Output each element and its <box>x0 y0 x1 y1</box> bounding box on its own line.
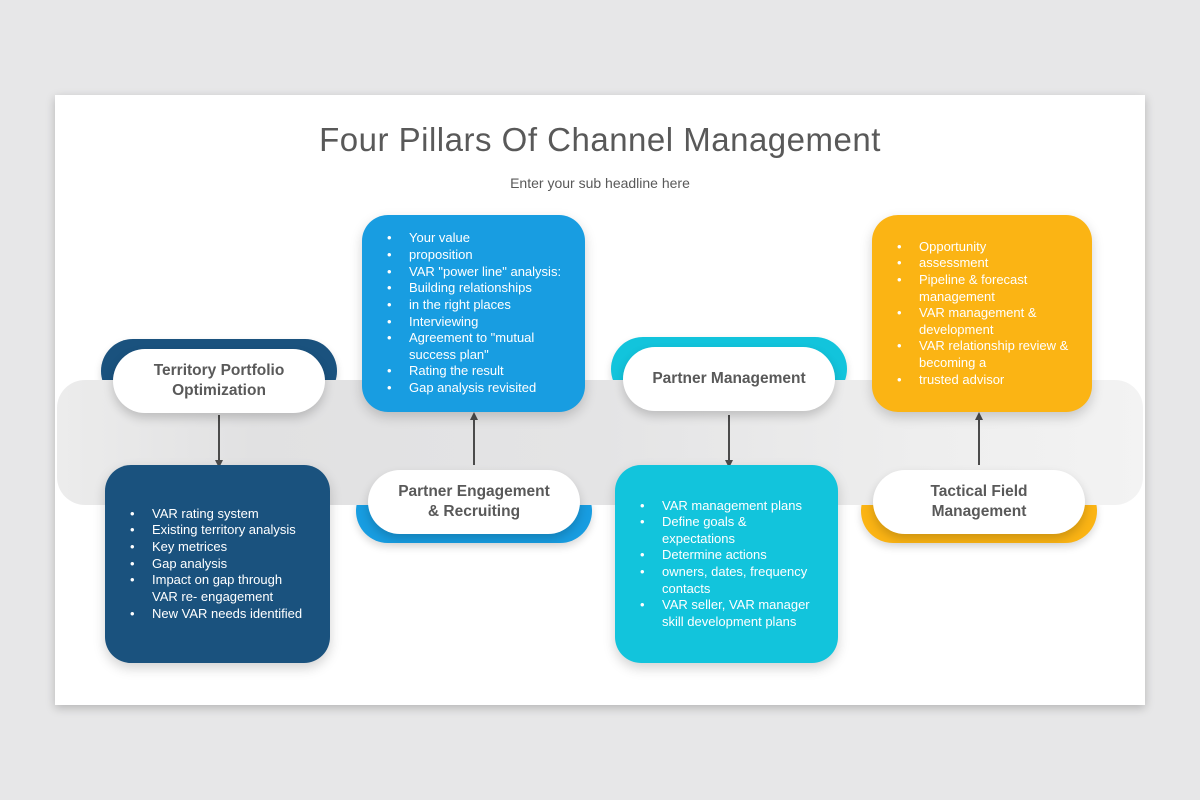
bullet-item: Opportunity <box>892 239 1080 256</box>
territory-portfolio-pill: Territory Portfolio Optimization <box>113 349 325 413</box>
partner-management-details-box: VAR management plans Define goals & expe… <box>615 465 838 663</box>
bullet-item: VAR rating system <box>125 506 318 523</box>
bullet-item: VAR seller, VAR manager skill developmen… <box>635 597 826 630</box>
bullet-item: VAR management plans <box>635 498 826 515</box>
bullet-item: assessment <box>892 255 1080 272</box>
page-title: Four Pillars Of Channel Management <box>319 121 881 158</box>
bullet-item: Determine actions <box>635 547 826 564</box>
territory-portfolio-bullet-list: VAR rating system Existing territory ana… <box>125 506 318 622</box>
bullet-item: Your value <box>382 230 573 247</box>
connector-arrow-down-territory <box>215 415 223 468</box>
bullet-item: Pipeline & forecast management <box>892 272 1080 305</box>
territory-portfolio-details-box: VAR rating system Existing territory ana… <box>105 465 330 663</box>
bullet-item: trusted advisor <box>892 372 1080 389</box>
partner-engagement-details-box: Your value proposition VAR "power line" … <box>362 215 585 412</box>
bullet-item: Existing territory analysis <box>125 522 318 539</box>
bullet-item: in the right places <box>382 297 573 314</box>
connector-arrow-down-partner-management <box>725 415 733 468</box>
page-subtitle: Enter your sub headline here <box>510 175 690 191</box>
tactical-field-details-box: Opportunity assessment Pipeline & foreca… <box>872 215 1092 412</box>
bullet-item: Gap analysis revisited <box>382 380 573 397</box>
bullet-item: Gap analysis <box>125 556 318 573</box>
partner-engagement-pill: Partner Engagement & Recruiting <box>368 470 580 534</box>
bullet-item: owners, dates, frequency contacts <box>635 564 826 597</box>
partner-engagement-bullet-list: Your value proposition VAR "power line" … <box>382 230 573 396</box>
tactical-field-pill: Tactical Field Management <box>873 470 1085 534</box>
bullet-item: Key metrices <box>125 539 318 556</box>
partner-management-bullet-list: VAR management plans Define goals & expe… <box>635 498 826 631</box>
tactical-field-bullet-list: Opportunity assessment Pipeline & foreca… <box>892 239 1080 389</box>
bullet-item: Building relationships <box>382 280 573 297</box>
connector-arrow-up-tactical-field <box>975 412 983 465</box>
connector-arrow-up-partner-engagement <box>470 412 478 465</box>
bullet-item: New VAR needs identified <box>125 606 318 623</box>
bullet-item: VAR "power line" analysis: <box>382 264 573 281</box>
bullet-item: Agreement to "mutual success plan" <box>382 330 573 363</box>
bullet-item: Rating the result <box>382 363 573 380</box>
bullet-item: proposition <box>382 247 573 264</box>
bullet-item: Interviewing <box>382 314 573 331</box>
partner-management-pill: Partner Management <box>623 347 835 411</box>
bullet-item: VAR relationship review & becoming a <box>892 338 1080 371</box>
bullet-item: Impact on gap through VAR re- engagement <box>125 572 318 605</box>
slide: Four Pillars Of Channel Management Enter… <box>55 95 1145 705</box>
bullet-item: VAR management & development <box>892 305 1080 338</box>
bullet-item: Define goals & expectations <box>635 514 826 547</box>
